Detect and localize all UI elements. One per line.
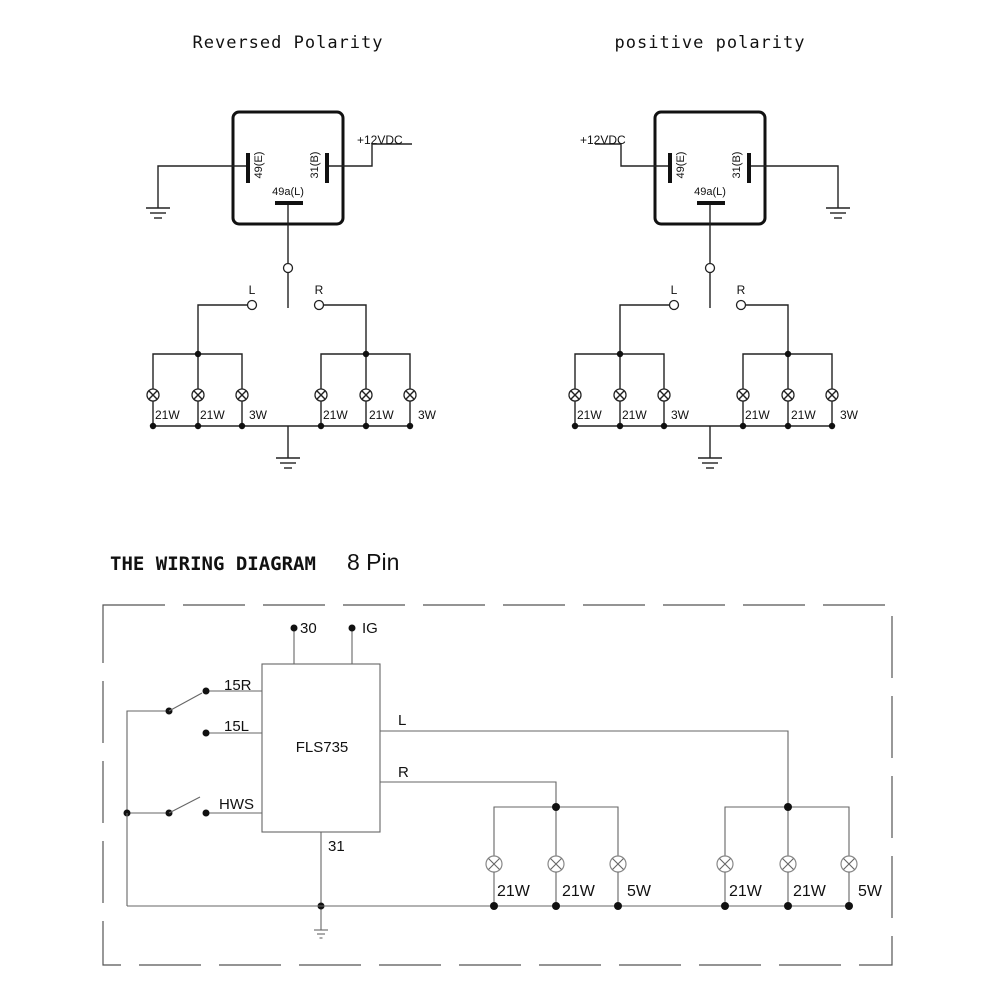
pin-l-plate-left (275, 201, 303, 205)
lamp-label-left-1: 21W (155, 408, 180, 422)
lamp-icon (657, 388, 671, 402)
lamp-icon (359, 388, 373, 402)
pin-l-label-right: 49a(L) (694, 186, 726, 198)
switch-contact-l-left (246, 299, 258, 311)
turn-switch-feed-wire (126, 710, 169, 813)
supply-label-left: +12VDC (357, 133, 403, 147)
lamp-icon (314, 388, 328, 402)
lamp-label-left-6: 3W (418, 408, 437, 422)
ground-wire-left (157, 165, 246, 208)
wiring-diagram-heading: THE WIRING DIAGRAM (110, 553, 316, 575)
ground-symbol-left (146, 207, 170, 219)
terminal-31-label: 31 (328, 838, 345, 855)
lamp-label-right-2: 21W (622, 408, 647, 422)
lamp-label-right-3: 3W (671, 408, 690, 422)
turn-switch-lever (168, 692, 203, 712)
ground-symbol-right (826, 207, 850, 219)
terminal-ig-dot (348, 624, 356, 632)
terminal-30-label: 30 (300, 620, 317, 637)
lamp-label-right-6: 3W (840, 408, 859, 422)
pin-b-label-right: 31(B) (731, 152, 743, 179)
pin-b-label-left: 31(B) (309, 152, 321, 179)
supply-label-right: +12VDC (580, 133, 626, 147)
lamp-label-left-2: 21W (200, 408, 225, 422)
lamp-label-bottom-2: 21W (562, 883, 596, 900)
ground-symbol-bottom (314, 929, 328, 939)
lamp-icon (568, 388, 582, 402)
switch-l-label-right: L (671, 283, 678, 297)
terminal-ig-label: IG (362, 620, 378, 637)
ground-symbol-left-bottom (276, 457, 300, 469)
lamp-icon (146, 388, 160, 402)
switch-l-label-left: L (249, 283, 256, 297)
ground-symbol-right-bottom (698, 457, 722, 469)
terminal-hws-label: HWS (219, 796, 254, 813)
pin-e-label-left: 49(E) (253, 152, 265, 179)
output-r-label: R (398, 764, 409, 781)
output-r-wire (380, 781, 557, 807)
lamp-icon (191, 388, 205, 402)
lamp-icon (547, 855, 565, 873)
output-l-label: L (398, 712, 406, 729)
lamp-label-bottom-4: 21W (729, 883, 763, 900)
lamp-icon (736, 388, 750, 402)
dashed-frame (102, 604, 893, 966)
switch-r-label-right: R (737, 283, 746, 297)
lamp-label-right-1: 21W (577, 408, 602, 422)
switch-contact-r-left (313, 299, 325, 311)
module-label: FLS735 (296, 739, 349, 756)
wiring-diagram-pin-count: 8 Pin (347, 549, 399, 575)
lamp-label-right-4: 21W (745, 408, 770, 422)
lamp-label-bottom-3: 5W (627, 883, 652, 900)
terminal-15l-label: 15L (224, 718, 249, 735)
lamp-icon (403, 388, 417, 402)
terminal-30-dot (290, 624, 298, 632)
pin-l-label-left: 49a(L) (272, 186, 304, 198)
lamp-icon (779, 855, 797, 873)
switch-r-label-left: R (315, 283, 324, 297)
positive-polarity-diagram: positive polarity 49(E) 31(B) 49a(L) +12… (568, 33, 859, 469)
lamp-icon (485, 855, 503, 873)
lamp-icon (781, 388, 795, 402)
pin-e-label-right: 49(E) (675, 152, 687, 179)
supply-wire-left (329, 143, 412, 167)
lamp-icon (716, 855, 734, 873)
switch-pivot-left (282, 262, 294, 274)
lamp-label-bottom-6: 5W (858, 883, 883, 900)
lamp-label-right-5: 21W (791, 408, 816, 422)
switch-pivot-right (704, 262, 716, 274)
lamp-label-left-4: 21W (323, 408, 348, 422)
lamp-icon (840, 855, 858, 873)
output-l-wire (380, 730, 789, 807)
pin-e-plate-left (246, 153, 250, 183)
lamp-label-bottom-1: 21W (497, 883, 531, 900)
pin-b-plate-left (325, 153, 329, 183)
eight-pin-wiring-diagram: THE WIRING DIAGRAM 8 Pin FLS735 30 IG 15… (102, 549, 893, 966)
hazard-switch-lever (168, 796, 201, 814)
supply-wire-right (595, 143, 668, 167)
terminal-15r-label: 15R (224, 677, 252, 694)
lamp-label-left-5: 21W (369, 408, 394, 422)
lamp-icon (613, 388, 627, 402)
reversed-polarity-diagram: Reversed Polarity 49(E) 31(B) 49a(L) +12… (146, 33, 437, 469)
lamp-label-bottom-5: 21W (793, 883, 827, 900)
lamp-icon (235, 388, 249, 402)
lamp-label-left-3: 3W (249, 408, 268, 422)
ground-wire-right (751, 165, 839, 208)
positive-polarity-title: positive polarity (615, 33, 806, 53)
lamp-icon (609, 855, 627, 873)
reversed-polarity-title: Reversed Polarity (193, 33, 384, 53)
lamp-icon (825, 388, 839, 402)
